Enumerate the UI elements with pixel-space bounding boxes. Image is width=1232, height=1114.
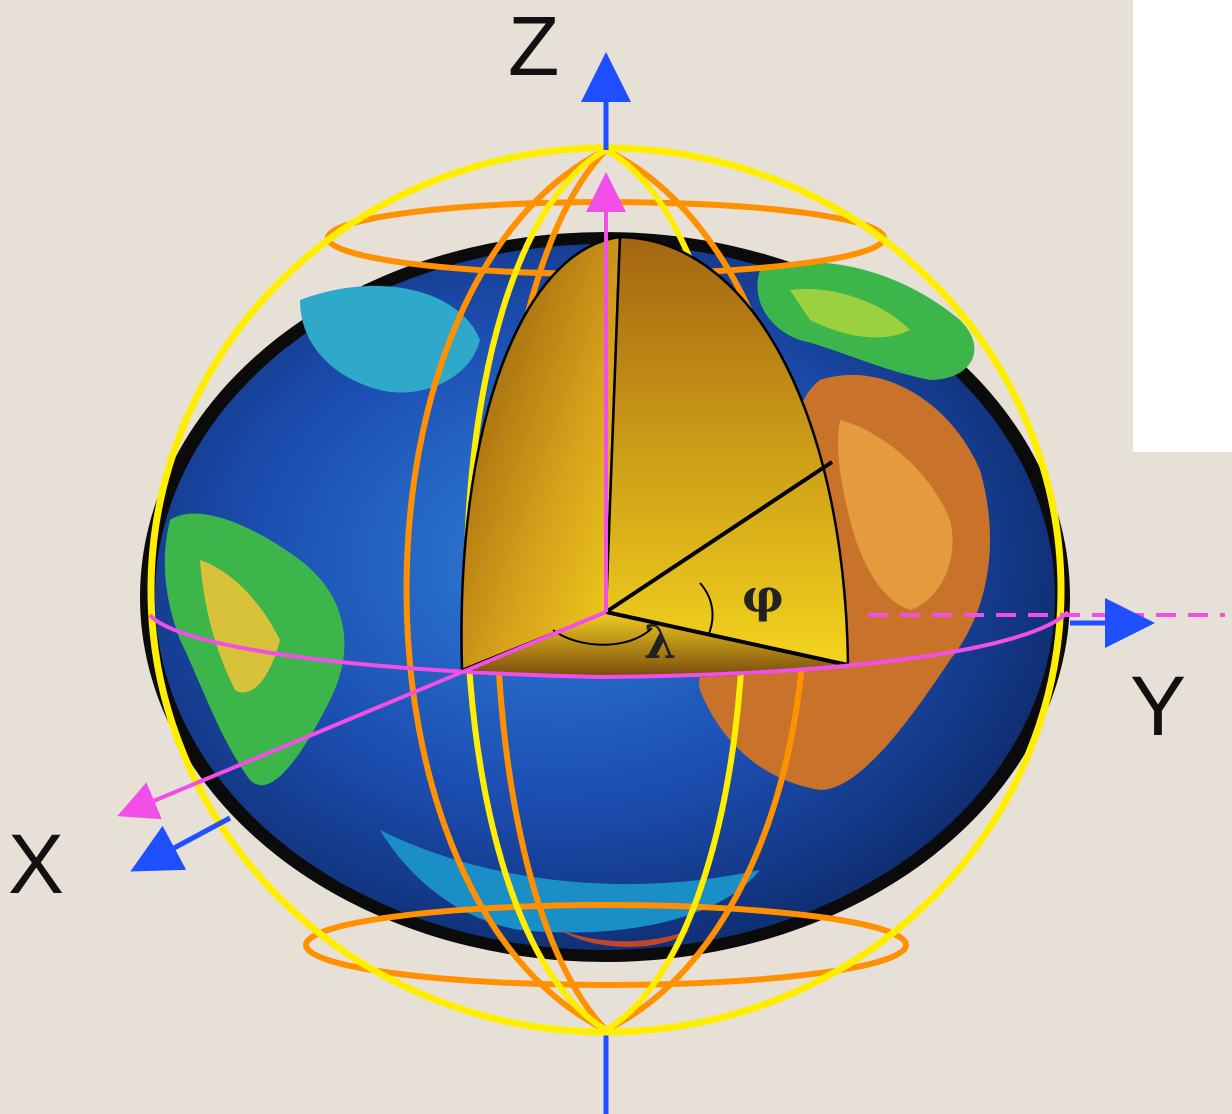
x-axis-blue: [130, 815, 232, 872]
blue-axes: [130, 52, 1155, 872]
meridian-projection-line: [605, 610, 849, 667]
y-axis-label: Y: [1130, 659, 1186, 753]
z-axis-label: Z: [508, 0, 559, 93]
cutaway-wedge: [460, 235, 850, 679]
wedge-right-face: [604, 235, 850, 667]
orange-parallel-south: [303, 902, 909, 988]
equator-construction: [117, 172, 1225, 820]
equator-curve: [148, 610, 1070, 680]
lambda-arc: [552, 627, 653, 646]
latitude-phi-label: φ: [742, 569, 784, 623]
latitude-radius-line: [604, 460, 834, 614]
angle-construction: [552, 460, 849, 667]
wedge-left-face: [460, 235, 622, 672]
white-panel: [1133, 0, 1232, 452]
phi-arc: [699, 582, 714, 637]
north-atlantic-shelf: [300, 285, 480, 393]
x-axis-magenta: [117, 610, 607, 820]
x-axis-label: X: [8, 817, 64, 911]
longitude-lambda-label: λ: [644, 615, 676, 669]
